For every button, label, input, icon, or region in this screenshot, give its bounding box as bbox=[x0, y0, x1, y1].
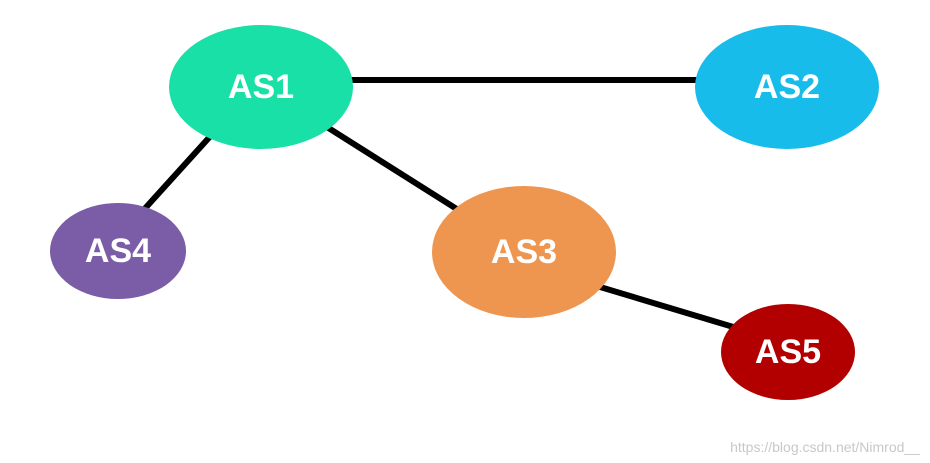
node-as2-label: AS2 bbox=[754, 68, 820, 106]
watermark-text: https://blog.csdn.net/Nimrod__ bbox=[730, 439, 920, 455]
node-as3-shape bbox=[432, 186, 616, 318]
node-as4-shape bbox=[50, 203, 186, 299]
node-as1-shape bbox=[169, 25, 353, 149]
node-as5-shape bbox=[721, 304, 855, 400]
node-as2-shape bbox=[695, 25, 879, 149]
node-as4: AS4 bbox=[50, 203, 186, 299]
node-as5: AS5 bbox=[721, 304, 855, 400]
node-as1: AS1 bbox=[169, 25, 353, 149]
node-as4-label: AS4 bbox=[85, 232, 151, 270]
node-as2: AS2 bbox=[695, 25, 879, 149]
node-as1-label: AS1 bbox=[228, 68, 294, 106]
node-as3: AS3 bbox=[432, 186, 616, 318]
node-as3-label: AS3 bbox=[491, 233, 557, 271]
node-as5-label: AS5 bbox=[755, 333, 821, 371]
